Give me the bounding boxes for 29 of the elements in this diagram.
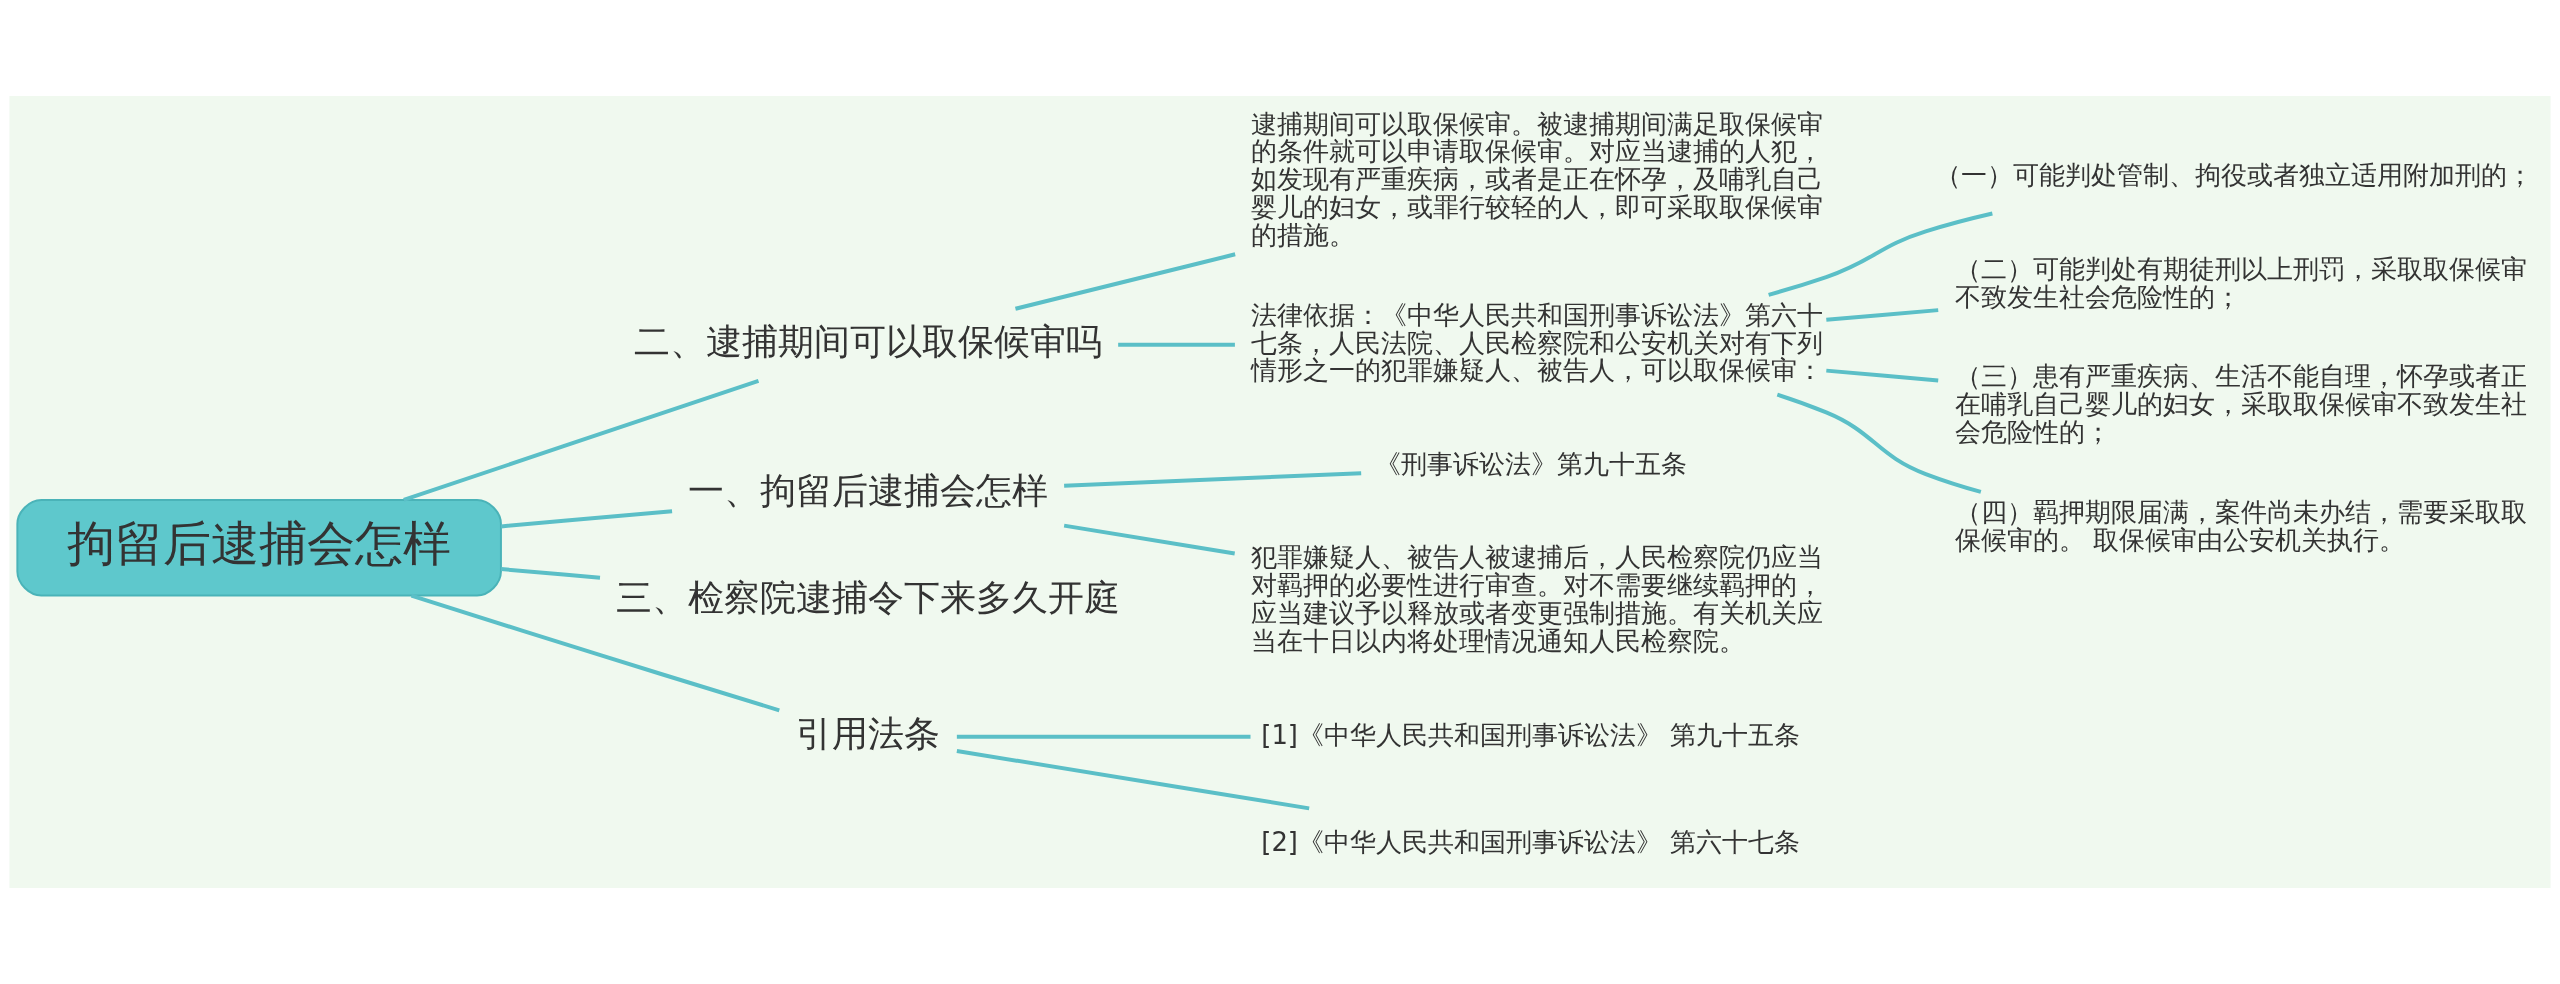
connector (500, 509, 673, 529)
connector (1776, 392, 1982, 494)
connector (1826, 368, 1939, 383)
node-text: 犯罪嫌疑人、被告人被逮捕后，人民检察院仍应当对羁押的必要性进行审查。对不需要继续羁押的，应当建议予以释放或者变更强制措施。有关机关应当在十日以内将处理情况通知人民检察院。 (1251, 542, 1824, 656)
connector (1063, 523, 1236, 556)
node-text: 三、检察院逮捕令下来多久开庭 (616, 577, 1121, 619)
connector (956, 734, 1251, 739)
node-text: 引用法条 (796, 712, 941, 754)
node-text: [2]《中华人民共和国刑事诉讼法》 第六十七条 (1261, 826, 1801, 857)
node-box: 拘留后逮捕会怎样 (16, 498, 502, 597)
connector (410, 593, 780, 713)
connector (1826, 308, 1939, 322)
connector (956, 748, 1310, 811)
node-text: 一、拘留后逮捕会怎样 (688, 469, 1049, 511)
connector (1118, 342, 1235, 347)
node-text: 逮捕期间可以取保候审。被逮捕期间满足取保候审的条件就可以申请取保候审。对应当逮捕的人犯，如发现有严重疾病，或者是正在怀孕，及哺乳自己婴儿的妇女，或罪行较轻的人，即可采取取保候审的措施。 (1251, 108, 1824, 251)
connector (1014, 252, 1236, 311)
connector (1768, 211, 1993, 297)
node-text: [1]《中华人民共和国刑事诉讼法》 第九十五条 (1261, 719, 1801, 750)
node-text: （四）羁押期限届满，案件尚未办结，需要采取取保候审的。 取保候审由公安机关执行。 (1954, 496, 2527, 555)
node-text: （一）可能判处管制、拘役或者独立适用附加刑的； (1935, 160, 2534, 191)
node-text: 二、逮捕期间可以取保候审吗 (634, 320, 1103, 362)
node-text: 法律依据：《中华人民共和国刑事诉讼法》第六十七条，人民法院、人民检察院和公安机关对有下列情形之一的犯罪嫌疑人、被告人，可以取保候审： (1251, 299, 1824, 386)
node-text: （三）患有严重疾病、生活不能自理，怀孕或者正在哺乳自己婴儿的妇女，采取取保候审不致发生社会危险性的； (1954, 361, 2527, 448)
connector (403, 378, 760, 502)
connector (1064, 471, 1362, 488)
connector (500, 567, 601, 580)
node-text: （二）可能判处有期徒刑以上刑罚，采取取保候审不致发生社会危险性的； (1954, 253, 2527, 312)
node-text: 《刑事诉讼法》第九十五条 (1374, 448, 1687, 479)
